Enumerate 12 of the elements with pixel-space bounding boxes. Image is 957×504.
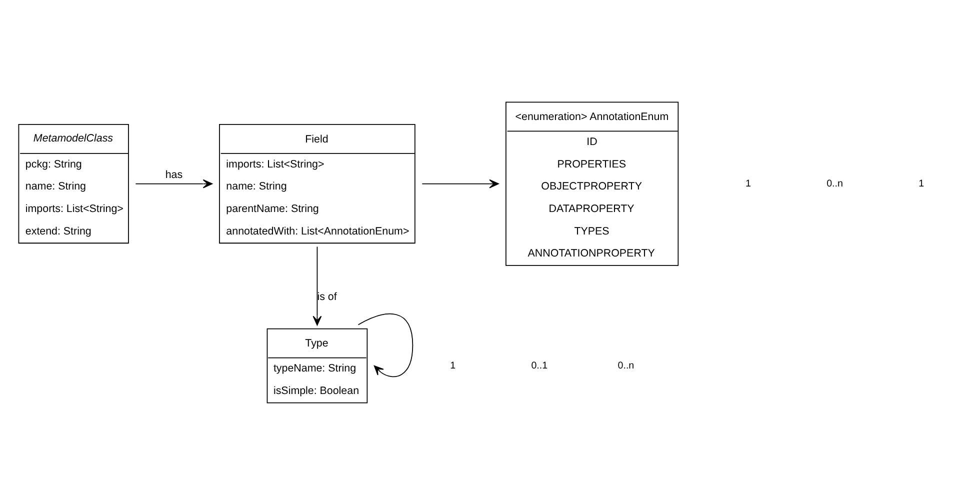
arrow: [422, 178, 499, 188]
edge-label: is of: [317, 290, 337, 302]
arrow: [312, 246, 322, 326]
label: 0..n: [618, 360, 634, 371]
label: 1: [450, 360, 456, 371]
arrow: [358, 312, 414, 377]
label: 0..n: [826, 178, 843, 189]
arrow: [135, 178, 213, 188]
edge-label: has: [165, 168, 183, 181]
label: 1: [918, 178, 924, 189]
label: 0..1: [531, 360, 548, 371]
label: 1: [745, 178, 751, 189]
